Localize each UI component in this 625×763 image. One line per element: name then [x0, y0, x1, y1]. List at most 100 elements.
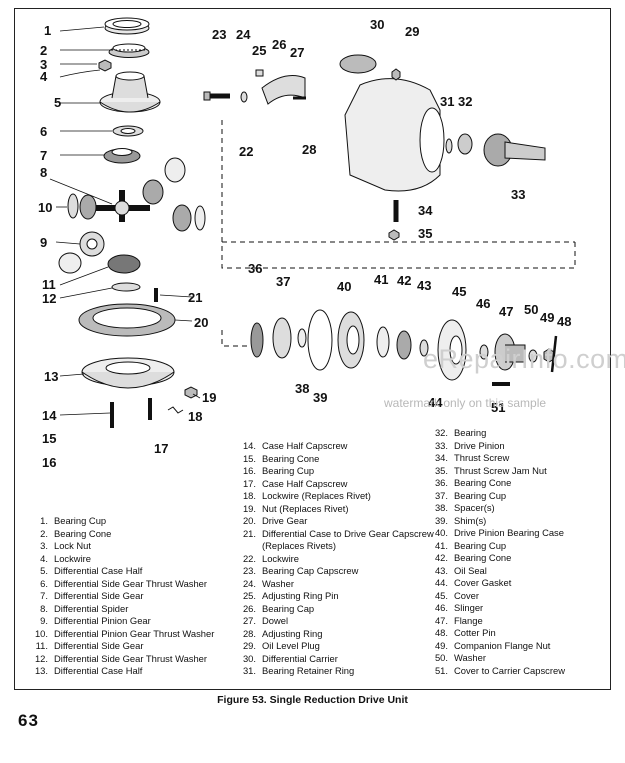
legend-item: 35.Thrust Screw Jam Nut — [434, 464, 547, 476]
part-oil-plug-29 — [391, 68, 401, 81]
callout-5: 5 — [54, 95, 62, 110]
part-cover-45 — [437, 319, 467, 381]
legend-item: 46.Slinger — [434, 602, 484, 613]
part-bearing-cone-42 — [396, 330, 412, 360]
callout-41: 41 — [374, 272, 389, 287]
callout-25: 25 — [252, 43, 267, 58]
callout-31: 31 — [440, 94, 455, 109]
legend-item: 24.Washer — [242, 577, 294, 589]
part-bearing-case-40 — [337, 311, 365, 369]
legend-item: 40.Drive Pinion Bearing Case — [434, 527, 564, 538]
part-spider-8 — [95, 190, 150, 222]
part-bearing-cup-1 — [104, 17, 150, 35]
legend-item: 14.Case Half Capscrew — [242, 440, 348, 451]
part-spacer-38 — [297, 328, 307, 348]
part-adjusting-ring-pin-25 — [255, 69, 264, 77]
callout-42: 42 — [397, 273, 412, 288]
legend-item: 23.Bearing Cap Capscrew — [242, 565, 359, 576]
callout-27: 27 — [290, 45, 305, 60]
callout-3: 3 — [40, 57, 48, 72]
callout-35: 35 — [418, 226, 433, 241]
legend-item: 44.Cover Gasket — [434, 577, 512, 588]
callout-1: 1 — [44, 23, 52, 38]
part-bearing-cap-capscrew-23 — [203, 91, 230, 101]
callout-46: 46 — [476, 296, 491, 311]
part-jam-nut-35 — [388, 229, 400, 241]
part-bearing-cone-36 — [250, 322, 264, 358]
part-cotter-pin-48 — [550, 335, 558, 373]
legend-item: 33.Drive Pinion — [434, 439, 505, 451]
legend-item: 39.Shim(s) — [434, 514, 487, 526]
part-thrust-washer-12 — [111, 282, 141, 292]
part-drive-pinion-33 — [483, 133, 546, 167]
callout-44: 44 — [428, 395, 443, 410]
callout-14: 14 — [42, 408, 57, 423]
legend-item: 2.Bearing Cone — [40, 527, 112, 539]
part-adjusting-ring-28 — [339, 54, 377, 74]
part-bearing-32 — [457, 133, 473, 155]
legend-item: 5.Differential Case Half — [40, 565, 143, 576]
legend-item: 1.Bearing Cup — [40, 515, 107, 526]
callout-26: 26 — [272, 37, 287, 52]
callout-8: 8 — [40, 165, 48, 180]
legend-item: 7.Differential Side Gear — [40, 590, 144, 601]
callout-21: 21 — [188, 290, 203, 305]
callout-18: 18 — [188, 409, 203, 424]
callout-34: 34 — [418, 203, 433, 218]
callout-15: 15 — [42, 431, 57, 446]
callout-24: 24 — [236, 27, 251, 42]
legend-item: 34.Thrust Screw — [434, 452, 510, 463]
legend-item: 36.Bearing Cone — [434, 477, 512, 488]
part-side-gear-7 — [103, 148, 141, 164]
part-diff-case-half-5 — [99, 71, 161, 113]
part-thrust-washer-6 — [112, 125, 144, 137]
parts-legend-column-3: 32.Bearing 33.Drive Pinion 34.Thrust Scr… — [432, 427, 602, 677]
legend-item: 45.Cover — [434, 589, 480, 601]
part-washer-50 — [528, 349, 538, 363]
callout-11: 11 — [42, 277, 56, 292]
parts-legend-column-1: 1.Bearing Cup 2.Bearing Cone 3.Lock Nut … — [32, 515, 232, 678]
legend-item: 17.Case Half Capscrew — [242, 477, 348, 489]
callout-10: 10 — [38, 200, 53, 215]
callout-40: 40 — [337, 279, 352, 294]
legend-item: 48.Cotter Pin — [434, 627, 496, 638]
legend-item: 42.Bearing Cone — [434, 552, 512, 563]
legend-item: 28.Adjusting Ring — [242, 627, 323, 639]
part-bearing-cap-26 — [261, 75, 306, 105]
part-diff-case-half-13 — [81, 357, 175, 389]
callout-12: 12 — [42, 291, 57, 306]
legend-item: 22.Lockwire — [242, 552, 299, 564]
callout-16: 16 — [42, 455, 57, 470]
watermark-note: watermark only on this sample — [384, 396, 547, 410]
callout-50: 50 — [524, 302, 539, 317]
figure-caption: Figure 53. Single Reduction Drive Unit — [217, 694, 408, 706]
part-retainer-ring-31 — [445, 138, 453, 154]
figure-frame — [14, 8, 611, 690]
legend-item: 50.Washer — [434, 652, 486, 663]
part-bearing-cone-2 — [108, 43, 150, 58]
legend-item: 21.Differential Case to Drive Gear Capsc… — [242, 527, 434, 552]
callout-32: 32 — [458, 94, 473, 109]
callout-49: 49 — [540, 310, 555, 325]
callout-7: 7 — [40, 148, 48, 163]
part-nut-19 — [184, 386, 198, 399]
legend-item: 51.Cover to Carrier Capscrew — [434, 664, 565, 676]
callout-37: 37 — [276, 274, 291, 289]
callout-47: 47 — [499, 304, 514, 319]
callout-6: 6 — [40, 124, 48, 139]
callout-38: 38 — [295, 381, 310, 396]
legend-item: 3.Lock Nut — [40, 540, 91, 551]
part-side-gear-11 — [107, 254, 141, 274]
part-bearing-cup-37 — [272, 317, 292, 359]
callout-45: 45 — [452, 284, 467, 299]
legend-item: 47.Flange — [434, 614, 483, 626]
part-oil-seal-43 — [419, 339, 429, 357]
callout-4: 4 — [40, 69, 48, 84]
part-slinger-46 — [479, 344, 489, 360]
legend-item: 32.Bearing — [434, 427, 487, 438]
legend-item: 26.Bearing Cap — [242, 602, 315, 614]
legend-item: 13.Differential Case Half — [34, 665, 143, 676]
callout-19: 19 — [202, 390, 217, 405]
legend-item: 27.Dowel — [242, 615, 289, 626]
legend-item: 4.Lockwire — [40, 552, 91, 564]
